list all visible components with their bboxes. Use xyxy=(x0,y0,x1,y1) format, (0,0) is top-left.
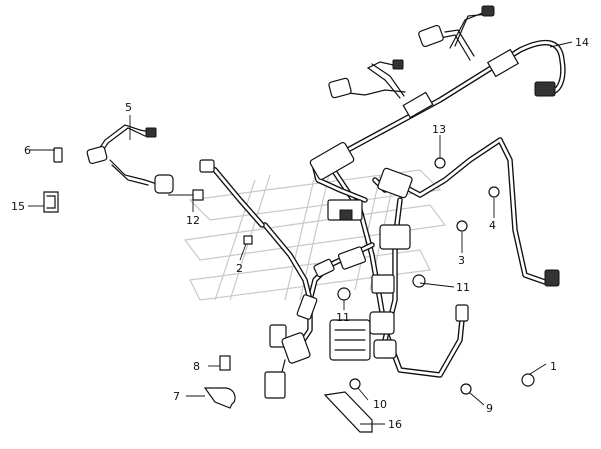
bolt-9 xyxy=(460,383,472,395)
top-connector-c xyxy=(328,77,352,99)
bolt-12 xyxy=(192,189,204,201)
harness-junction-mid xyxy=(379,224,411,250)
harness-junction-upper xyxy=(309,141,355,181)
nut-11-left xyxy=(337,287,351,301)
harness-sleeve xyxy=(402,91,434,119)
sub-harness-connector-b xyxy=(145,127,157,138)
nut-1 xyxy=(521,373,535,387)
callout-7: 7 xyxy=(173,390,180,403)
harness-plug-b xyxy=(296,294,318,320)
harness-clip xyxy=(486,48,520,78)
bolt-10 xyxy=(349,378,361,390)
sub-harness-connector-c xyxy=(154,174,174,194)
nut-11-right xyxy=(412,274,426,288)
callout-10: 10 xyxy=(373,398,387,411)
nut-13 xyxy=(434,157,446,169)
harness-boot-left xyxy=(281,332,311,364)
bolt-4 xyxy=(488,186,500,198)
callout-11-right: 11 xyxy=(456,281,470,294)
callout-3: 3 xyxy=(458,254,465,267)
callout-12: 12 xyxy=(186,214,200,227)
harness-plug xyxy=(313,258,335,278)
harness-boot xyxy=(371,274,395,294)
sub-harness-5 xyxy=(86,124,174,194)
callouts: 14 6 15 5 12 2 13 3 4 11 11 1 8 7 10 9 1… xyxy=(11,36,589,431)
clip-15 xyxy=(43,191,59,213)
harness-connector-mid xyxy=(337,246,367,270)
harness-boot-lower-b xyxy=(373,339,397,359)
bolt-8 xyxy=(219,355,231,371)
small-parts xyxy=(43,147,535,433)
callout-2: 2 xyxy=(236,262,243,275)
shield-16 xyxy=(323,391,373,433)
left-connector xyxy=(199,159,215,173)
clamp-7 xyxy=(203,387,236,409)
harness-junction-right xyxy=(377,167,413,199)
top-connector-b xyxy=(481,5,495,17)
callout-15: 15 xyxy=(11,200,25,213)
callout-13: 13 xyxy=(432,123,446,136)
harness-boot-lower xyxy=(369,311,395,335)
screw-2 xyxy=(243,235,253,245)
callout-9: 9 xyxy=(486,402,493,415)
harness-connector xyxy=(534,81,556,97)
callout-11-left: 11 xyxy=(336,311,350,324)
pin-6 xyxy=(53,147,63,163)
right-connector xyxy=(544,269,560,287)
callout-4: 4 xyxy=(489,219,496,232)
top-connector-d xyxy=(392,59,404,70)
relay-block-pin xyxy=(339,209,353,221)
engine-harness-body xyxy=(199,137,560,399)
callout-6: 6 xyxy=(24,144,31,157)
sub-harness-connector-a xyxy=(86,145,108,165)
callout-14: 14 xyxy=(575,36,589,49)
callout-8: 8 xyxy=(193,360,200,373)
leader-lines xyxy=(28,41,573,425)
harness-tail-connector xyxy=(264,371,286,399)
callout-5: 5 xyxy=(125,101,132,114)
callout-1: 1 xyxy=(550,360,557,373)
main-harness-14 xyxy=(317,5,566,168)
top-connector-a xyxy=(418,24,444,48)
callout-16: 16 xyxy=(388,418,402,431)
bolt-3 xyxy=(456,220,468,232)
ground-terminal xyxy=(455,304,469,322)
